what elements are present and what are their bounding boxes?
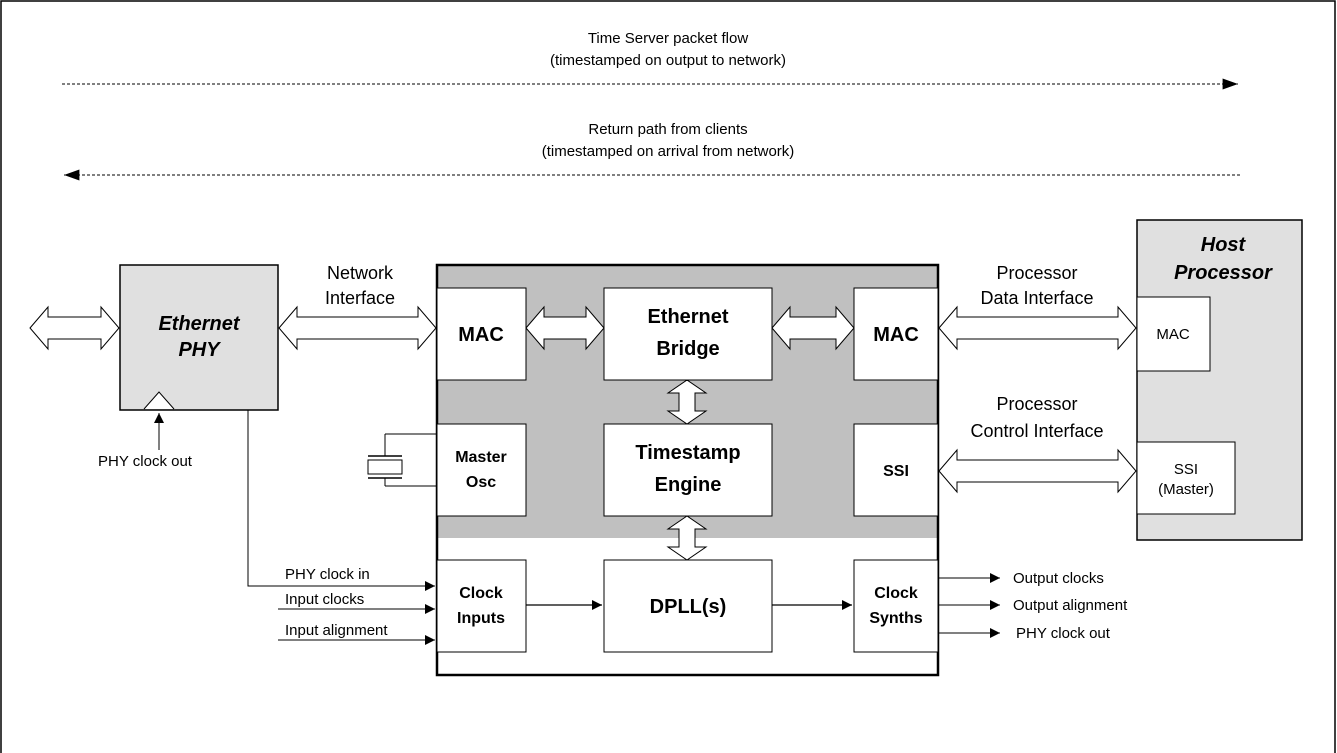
timestamp-engine-label-line1: Timestamp <box>635 442 740 464</box>
phy-clock-out-label: PHY clock out <box>98 453 193 470</box>
processor-data-label-line1: Processor <box>996 263 1077 283</box>
processor-data-arrow <box>938 305 1137 351</box>
ssi-box <box>853 423 939 517</box>
mac-right-box <box>853 287 939 381</box>
mac-right-label: MAC <box>873 324 919 346</box>
ethernet-phy-box <box>119 264 279 411</box>
output-label-output-clocks: Output clocks <box>1013 570 1104 587</box>
clock-synths-box <box>853 559 939 653</box>
host-processor-title-line1: Host <box>1201 234 1247 256</box>
ethernet-bridge-label-line2: Bridge <box>656 338 719 360</box>
clock-inputs-label-line1: Clock <box>459 585 503 602</box>
mac-left-label: MAC <box>458 324 504 346</box>
input-label-input-alignment: Input alignment <box>285 622 388 639</box>
host-mac-box <box>1136 296 1211 372</box>
processor-control-label-line2: Control Interface <box>970 421 1103 441</box>
mac-left-box <box>436 287 527 381</box>
processor-control-label-line1: Processor <box>996 394 1077 414</box>
master-osc-label-line1: Master <box>455 449 507 466</box>
processor-control-arrow <box>938 448 1137 494</box>
output-label-output-alignment: Output alignment <box>1013 597 1128 614</box>
ethernet-bridge-label-line1: Ethernet <box>647 306 728 328</box>
clock-inputs-box <box>436 559 527 653</box>
host-ssi-label: SSI <box>1174 461 1198 478</box>
master-osc-box <box>436 423 527 517</box>
ssi-label: SSI <box>883 463 909 480</box>
host-mac-label: MAC <box>1156 326 1190 343</box>
network-interface-label-line1: Network <box>327 263 394 283</box>
clock-synths-label-line1: Clock <box>874 585 918 602</box>
return-flow-subtitle: (timestamped on arrival from network) <box>542 143 795 160</box>
timestamp-engine-box <box>603 423 773 517</box>
network-interface-arrow <box>278 305 437 351</box>
ethernet-phy-title-line1: Ethernet <box>158 313 240 335</box>
host-ssi-sublabel: (Master) <box>1158 481 1214 498</box>
return-flow-title: Return path from clients <box>588 121 747 138</box>
input-label-phy-clock-in: PHY clock in <box>285 566 370 583</box>
ethernet-bridge-box <box>603 287 773 381</box>
network-interface-label-line2: Interface <box>325 288 395 308</box>
timestamp-engine-label-line2: Engine <box>655 474 722 496</box>
phy-clock-triangle <box>143 391 175 410</box>
phy-clock-in-line <box>247 410 435 591</box>
dpll-box <box>603 559 773 653</box>
host-processor-title-line2: Processor <box>1174 262 1273 284</box>
host-ssi-box <box>1136 441 1236 515</box>
input-label-input-clocks: Input clocks <box>285 591 364 608</box>
crystal-icon <box>367 433 437 487</box>
dpll-label: DPLL(s) <box>650 596 727 618</box>
processor-data-label-line2: Data Interface <box>980 288 1093 308</box>
outbound-flow-title: Time Server packet flow <box>588 30 748 47</box>
master-osc-label-line2: Osc <box>466 474 496 491</box>
outbound-flow-subtitle: (timestamped on output to network) <box>550 52 786 69</box>
clock-synths-label-line2: Synths <box>869 610 922 627</box>
output-label-phy-clock-out: PHY clock out <box>1016 625 1111 642</box>
clock-inputs-label-line2: Inputs <box>457 610 505 627</box>
ethernet-phy-title-line2: PHY <box>178 339 221 361</box>
external-link-arrow <box>29 305 120 351</box>
